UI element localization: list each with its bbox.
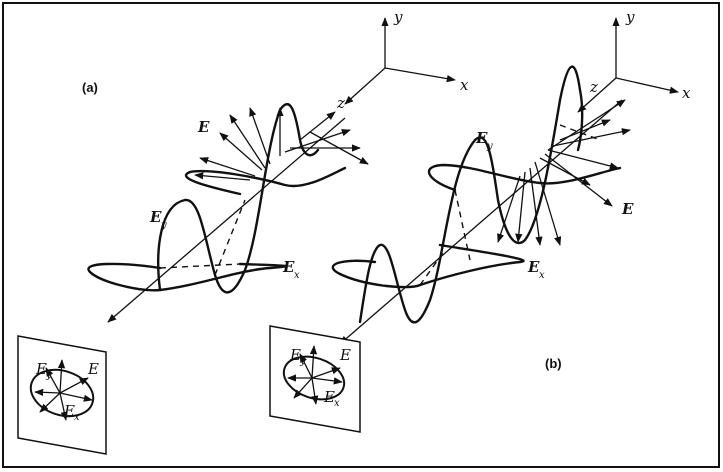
svg-text:E: E bbox=[87, 360, 99, 378]
svg-text:E: E bbox=[475, 129, 488, 147]
svg-text:E: E bbox=[323, 388, 335, 406]
panel-a-ex-label: E x bbox=[282, 258, 300, 281]
svg-text:E: E bbox=[35, 360, 47, 378]
panel-b-propagation-axis bbox=[339, 99, 623, 345]
panel-a-label: (a) bbox=[82, 80, 98, 95]
panel-b-inset-screen: E E y E x bbox=[269, 325, 361, 433]
panel-a-axis-z: z bbox=[336, 94, 345, 112]
svg-text:x: x bbox=[74, 412, 80, 423]
svg-text:x: x bbox=[539, 270, 545, 281]
panel-a-axis-x: x bbox=[460, 76, 469, 94]
panel-a-ey-label: E y bbox=[149, 208, 167, 231]
panel-a-inset-screen: E E y E x bbox=[17, 335, 107, 455]
svg-text:z: z bbox=[589, 78, 598, 96]
panel-a-field-label: E bbox=[197, 118, 210, 136]
panel-b-axes: y x z bbox=[577, 8, 691, 113]
panel-a: (a) y x z E bbox=[17, 8, 469, 455]
svg-text:E: E bbox=[149, 208, 162, 226]
panel-b-field-vectors bbox=[497, 99, 631, 246]
svg-text:E: E bbox=[63, 402, 75, 420]
panel-b-ex-wave bbox=[331, 163, 622, 289]
svg-text:E: E bbox=[527, 258, 540, 276]
panel-b-ey-wave bbox=[358, 65, 584, 324]
svg-text:E: E bbox=[282, 258, 295, 276]
svg-text:x: x bbox=[682, 84, 691, 102]
svg-text:E: E bbox=[289, 346, 301, 364]
svg-text:y: y bbox=[45, 370, 52, 381]
svg-text:E: E bbox=[621, 200, 634, 218]
svg-text:y: y bbox=[486, 141, 493, 152]
panel-a-axes: y x z bbox=[336, 8, 469, 112]
svg-text:x: x bbox=[294, 270, 300, 281]
panel-a-ey-wave bbox=[157, 103, 320, 294]
svg-text:E: E bbox=[339, 346, 351, 364]
svg-text:y: y bbox=[299, 356, 306, 367]
svg-text:x: x bbox=[334, 398, 340, 409]
svg-text:y: y bbox=[160, 220, 167, 231]
svg-text:y: y bbox=[625, 8, 635, 26]
panel-b-ex-label: E x bbox=[527, 258, 545, 281]
panel-b-ey-label: E y bbox=[475, 129, 493, 152]
panel-a-field-vectors bbox=[194, 107, 369, 181]
panel-a-axis-y: y bbox=[393, 8, 403, 26]
panel-b-label: (b) bbox=[545, 356, 562, 371]
panel-b: (b) y x z bbox=[269, 8, 691, 433]
